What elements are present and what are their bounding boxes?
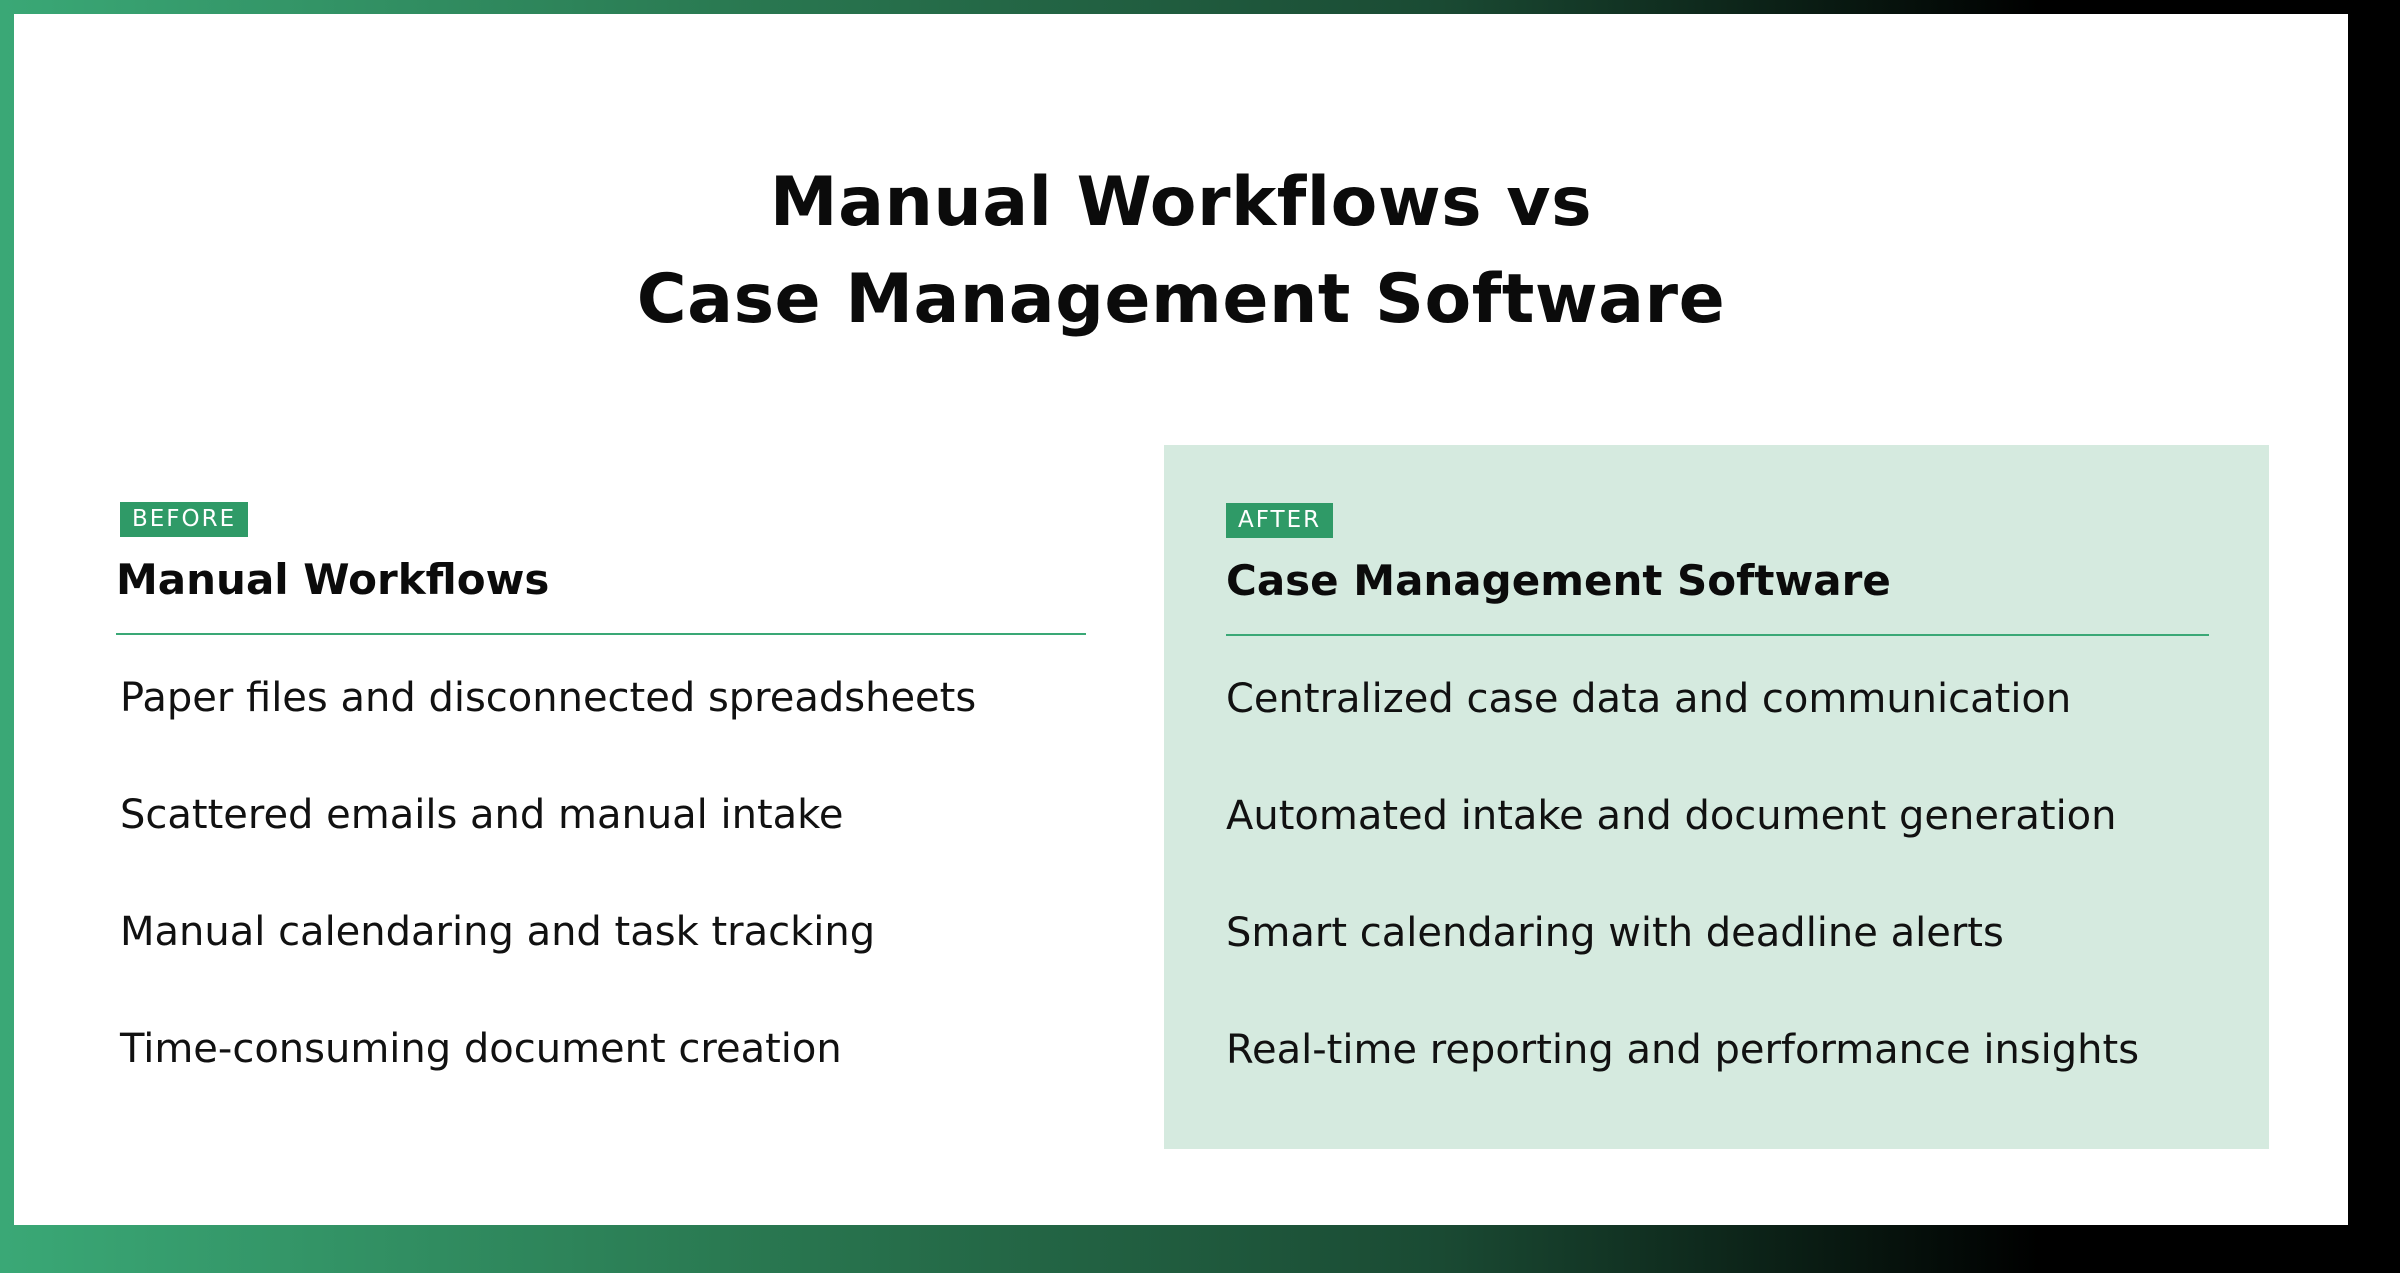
after-item: Smart calendaring with deadline alerts — [1226, 910, 2004, 956]
after-badge: AFTER — [1226, 503, 1334, 538]
before-item: Time-consuming document creation — [120, 1026, 842, 1072]
before-item: Paper files and disconnected spreadsheet… — [120, 675, 977, 721]
after-heading: Case Management Software — [1226, 556, 1891, 605]
comparison-card: Manual Workflows vs Case Management Soft… — [14, 14, 2348, 1225]
after-list: Centralized case data and communication … — [1226, 673, 2139, 1141]
after-item: Automated intake and document generation — [1226, 793, 2117, 839]
before-column: BEFORE Manual Workflows Paper files and … — [102, 444, 1092, 1144]
before-badge: BEFORE — [120, 502, 249, 537]
page-title: Manual Workflows vs Case Management Soft… — [14, 154, 2348, 348]
after-item: Real-time reporting and performance insi… — [1226, 1027, 2140, 1073]
title-line-2: Case Management Software — [636, 260, 1726, 339]
before-heading: Manual Workflows — [116, 555, 550, 604]
after-item: Centralized case data and communication — [1226, 676, 2072, 722]
before-item: Manual calendaring and task tracking — [120, 909, 876, 955]
before-divider — [116, 633, 1086, 635]
after-divider — [1226, 634, 2209, 636]
title-line-1: Manual Workflows vs — [769, 163, 1593, 242]
before-list: Paper files and disconnected spreadsheet… — [120, 672, 976, 1140]
before-item: Scattered emails and manual intake — [120, 792, 844, 838]
after-column: AFTER Case Management Software Centraliz… — [1164, 445, 2269, 1149]
